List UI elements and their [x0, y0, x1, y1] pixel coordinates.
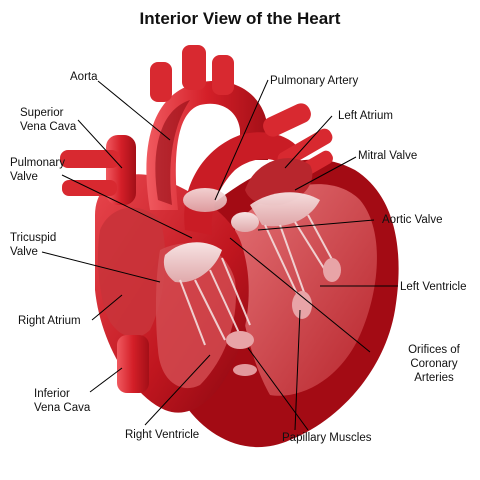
inferior-vena-cava-vessel — [117, 335, 149, 393]
label-mitral-valve: Mitral Valve — [358, 150, 418, 162]
aorta-branch-3 — [212, 55, 234, 95]
aortic-valve-shape — [231, 212, 259, 232]
label-orifices-of-coronary-arteries: Orifices of Coronary Arteries — [408, 344, 460, 384]
label-left-atrium: Left Atrium — [338, 110, 393, 122]
septum-highlight — [233, 364, 257, 376]
pulmonary-vein-left-upper — [277, 128, 333, 168]
diagram-title: Interior View of the Heart — [139, 9, 341, 28]
papillary-muscle-left-1 — [292, 291, 312, 319]
aorta-branch-1 — [150, 62, 172, 102]
label-pulmonary-artery: Pulmonary Artery — [270, 75, 359, 87]
aorta-interior — [155, 100, 190, 205]
leader-lines — [41, 79, 398, 431]
right-atrium-chamber — [97, 207, 166, 338]
label-right-atrium: Right Atrium — [18, 315, 81, 327]
mitral-valve-shape — [250, 192, 320, 227]
label-tricuspid-valve: Tricuspid Valve — [10, 232, 57, 258]
label-inferior-vena-cava: Inferior Vena Cava — [34, 388, 91, 414]
aorta-branch-2 — [182, 45, 206, 90]
tricuspid-valve-shape — [163, 242, 222, 283]
pulmonary-valve-shape — [183, 188, 227, 212]
label-aorta: Aorta — [70, 71, 98, 83]
label-pulmonary-valve: Pulmonary Valve — [10, 157, 65, 183]
pulmonary-vein-right-upper — [60, 150, 120, 168]
label-left-ventricle: Left Ventricle — [400, 281, 467, 293]
label-right-ventricle: Right Ventricle — [125, 429, 200, 441]
papillary-muscle-left-2 — [323, 258, 341, 282]
papillary-muscle-right — [226, 331, 254, 349]
label-superior-vena-cava: Superior Vena Cava — [20, 107, 77, 133]
pulmonary-artery-branch — [263, 103, 311, 137]
right-chordae — [179, 257, 251, 346]
left-chordae — [264, 214, 336, 301]
label-papillary-muscles: Papillary Muscles — [282, 432, 372, 444]
label-aortic-valve: Aortic Valve — [382, 214, 443, 226]
